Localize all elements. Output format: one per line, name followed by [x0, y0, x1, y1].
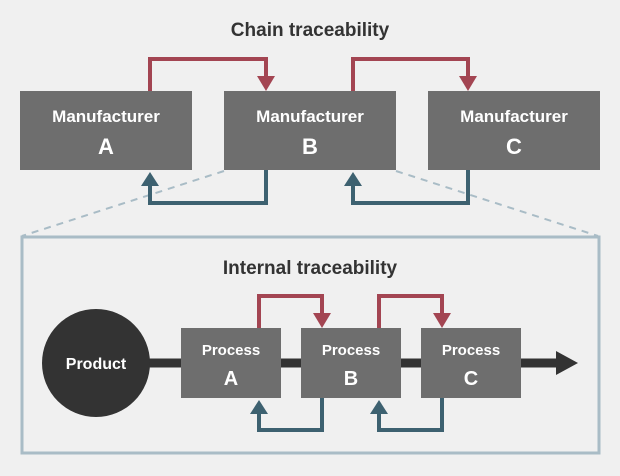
internal-backward-arrow-c-b [370, 398, 444, 432]
process-a-label: Process [202, 342, 260, 359]
internal-forward-arrow-a-b [257, 294, 331, 328]
internal-backward-arrow-b-a [250, 398, 324, 432]
arrowhead-down-icon [313, 313, 331, 328]
manufacturer-c-label: Manufacturer [460, 107, 568, 126]
process-b-label: Process [322, 342, 380, 359]
internal-traceability-frame [20, 235, 601, 455]
manufacturer-b-box: Manufacturer B [224, 91, 396, 170]
manufacturer-a-box: Manufacturer A [20, 91, 192, 170]
arrowhead-up-icon [141, 172, 159, 186]
manufacturer-b-label: Manufacturer [256, 107, 364, 126]
chain-forward-arrow-a-b [148, 57, 275, 91]
arrowhead-down-icon [257, 76, 275, 91]
arrowhead-up-icon [370, 400, 388, 414]
internal-forward-arrow-b-c [377, 294, 451, 328]
arrowhead-up-icon [344, 172, 362, 186]
chain-backward-arrow-c-b [344, 170, 470, 205]
process-c-label: Process [442, 342, 500, 359]
product-node: Product [42, 309, 150, 417]
arrowhead-right-icon [556, 351, 578, 375]
arrowhead-down-icon [433, 313, 451, 328]
manufacturer-b-letter: B [302, 134, 318, 159]
process-a-letter: A [224, 368, 238, 390]
zoom-line-right [395, 170, 599, 237]
process-b-letter: B [344, 368, 358, 390]
arrowhead-up-icon [250, 400, 268, 414]
process-a-box: Process A [181, 328, 281, 398]
chain-forward-arrow-b-c [351, 57, 477, 91]
arrowhead-down-icon [459, 76, 477, 91]
manufacturer-a-letter: A [98, 134, 114, 159]
manufacturer-c-box: Manufacturer C [428, 91, 600, 170]
zoom-line-left [21, 170, 225, 237]
internal-title: Internal traceability [223, 258, 398, 279]
manufacturer-c-letter: C [506, 134, 522, 159]
process-b-box: Process B [301, 328, 401, 398]
process-c-letter: C [464, 368, 478, 390]
chain-title: Chain traceability [231, 20, 390, 41]
product-label: Product [66, 356, 127, 373]
chain-backward-arrow-b-a [141, 170, 268, 205]
process-c-box: Process C [421, 328, 521, 398]
manufacturer-a-label: Manufacturer [52, 107, 160, 126]
